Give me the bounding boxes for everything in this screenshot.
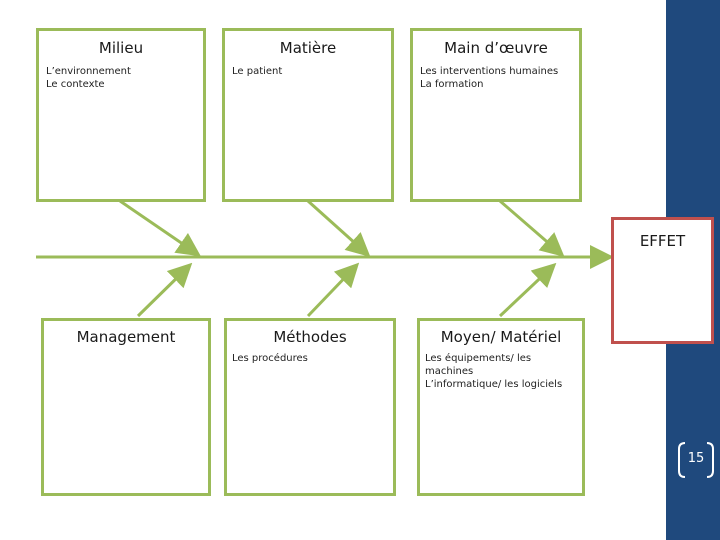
cause-description: Les équipements/ les machines L’informat… bbox=[425, 353, 563, 390]
cause-title: Méthodes bbox=[273, 328, 347, 346]
page-number: 15 bbox=[676, 440, 716, 480]
page-number-bracket-icon bbox=[678, 442, 714, 478]
branch-methodes bbox=[306, 262, 360, 318]
branch-main-oeuvre bbox=[499, 199, 565, 257]
cause-description: Les procédures bbox=[232, 353, 308, 364]
cause-title: Main d’œuvre bbox=[444, 39, 548, 57]
cause-title: Matière bbox=[279, 39, 337, 57]
effect-title: EFFET bbox=[639, 232, 686, 250]
cause-box-main-oeuvre: Main d’œuvre Les interventions humaines … bbox=[410, 28, 582, 202]
cause-title: Moyen/ Matériel bbox=[440, 328, 562, 346]
cause-box-matiere: Matière Le patient bbox=[222, 28, 394, 202]
cause-box-management: Management bbox=[41, 318, 211, 496]
branch-milieu bbox=[119, 199, 201, 257]
cause-description: Le patient bbox=[232, 66, 283, 77]
cause-box-moyen-materiel: Moyen/ Matériel Les équipements/ les mac… bbox=[417, 318, 585, 496]
cause-box-milieu: Milieu L’environnement Le contexte bbox=[36, 28, 206, 202]
cause-description: L’environnement Le contexte bbox=[46, 66, 131, 90]
cause-title: Milieu bbox=[98, 39, 144, 57]
cause-box-methodes: Méthodes Les procédures bbox=[224, 318, 396, 496]
branch-management bbox=[136, 262, 193, 318]
page-number-label: 15 bbox=[687, 451, 705, 466]
effect-box: EFFET bbox=[611, 217, 714, 344]
branch-moyen bbox=[498, 262, 557, 318]
cause-description: Les interventions humaines La formation bbox=[420, 66, 559, 90]
branch-matiere bbox=[306, 199, 371, 258]
cause-title: Management bbox=[76, 328, 176, 346]
